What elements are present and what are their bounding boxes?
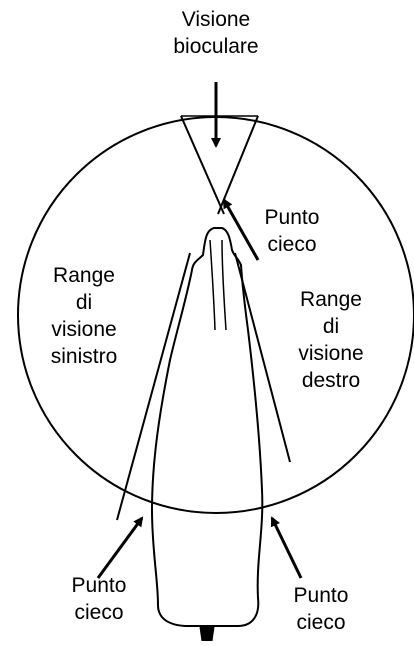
label-line: Punto	[294, 582, 349, 609]
horse-head-detail	[210, 240, 226, 330]
label-right-vision-range: Range di visione destro	[298, 286, 363, 394]
label-line: bioculare	[173, 33, 258, 60]
label-line: cieco	[72, 599, 127, 626]
label-line: Range	[51, 262, 118, 289]
binocular-wedge-left	[181, 116, 224, 214]
label-binocular-vision: Visione bioculare	[173, 6, 258, 60]
label-line: Visione	[173, 6, 258, 33]
horse-body-outline	[152, 228, 262, 626]
horse-tail	[200, 627, 214, 641]
label-line: cieco	[265, 231, 320, 258]
label-line: Punto	[72, 572, 127, 599]
label-line: visione	[298, 340, 363, 367]
label-line: destro	[298, 367, 363, 394]
label-line: visione	[51, 316, 118, 343]
label-blind-spot-bottom-left: Punto cieco	[72, 572, 127, 626]
label-left-vision-range: Range di visione sinistro	[51, 262, 118, 370]
binocular-wedge-right	[218, 116, 258, 214]
label-blind-spot-top: Punto cieco	[265, 204, 320, 258]
label-blind-spot-bottom-right: Punto cieco	[294, 582, 349, 636]
label-line: cieco	[294, 609, 349, 636]
label-line: Range	[298, 286, 363, 313]
label-line: Punto	[265, 204, 320, 231]
arrow-blind-top	[224, 200, 258, 260]
arrow-blind-bottom-right	[272, 518, 301, 578]
label-line: di	[51, 289, 118, 316]
arrow-blind-bottom-left	[98, 518, 142, 578]
label-line: sinistro	[51, 343, 118, 370]
label-line: di	[298, 313, 363, 340]
